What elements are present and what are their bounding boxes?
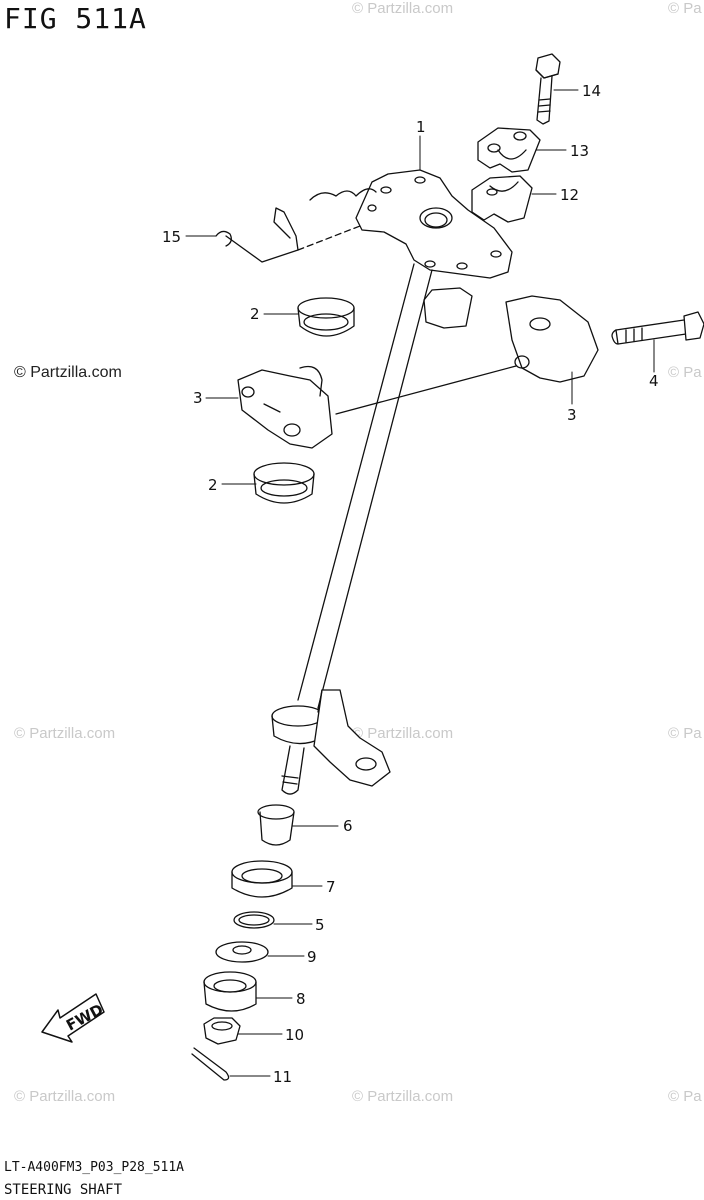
watermark: © Partzilla.com — [14, 364, 122, 381]
watermark: © Partzilla.com — [352, 0, 454, 17]
handlebar-clamp-lower-12 — [471, 175, 533, 223]
callout-5: 5 — [315, 916, 325, 934]
callout-9: 9 — [307, 948, 317, 966]
callout-6: 6 — [343, 817, 353, 835]
watermark: © Pa — [668, 725, 702, 742]
callout-12: 12 — [560, 186, 579, 204]
watermark: © Partzilla.com — [352, 1088, 454, 1105]
o-ring-5 — [233, 911, 275, 929]
callout-3: 3 — [193, 389, 203, 407]
handlebar-clamp-upper-13 — [477, 127, 541, 173]
holder-3-right — [335, 295, 599, 415]
watermark: © Partzilla.com — [14, 725, 116, 742]
nut-10 — [203, 1017, 241, 1045]
bolt-4 — [611, 311, 704, 345]
bush-6 — [257, 804, 295, 846]
figure-title: FIG 511A — [4, 2, 147, 35]
bearing-7 — [231, 860, 293, 898]
watermark: © Pa — [668, 0, 702, 17]
callout-15: 15 — [162, 228, 181, 246]
callout-13: 13 — [570, 142, 589, 160]
bolt-14 — [535, 53, 561, 125]
callout-4: 4 — [649, 372, 659, 390]
seal-2-lower — [253, 462, 315, 504]
callout-3: 3 — [567, 406, 577, 424]
diagram-caption: STEERING SHAFT — [4, 1182, 123, 1198]
callout-11: 11 — [273, 1068, 292, 1086]
callout-1: 1 — [416, 118, 426, 136]
callout-7: 7 — [326, 878, 336, 896]
holder-3-left — [237, 365, 333, 449]
callout-2: 2 — [208, 476, 218, 494]
watermark: © Partzilla.com — [352, 725, 454, 742]
callout-14: 14 — [582, 82, 601, 100]
callout-2: 2 — [250, 305, 260, 323]
seal-2-upper — [297, 297, 355, 337]
fwd-arrow-icon: FWD — [41, 993, 106, 1043]
diagram-code: LT-A400FM3_P03_P28_511A — [4, 1160, 185, 1175]
watermark: © Partzilla.com — [14, 1088, 116, 1105]
bearing-8 — [203, 971, 257, 1012]
watermark: © Pa — [668, 364, 702, 381]
callout-8: 8 — [296, 990, 306, 1008]
cotter-pin-11 — [191, 1047, 230, 1081]
clip-15 — [215, 188, 377, 263]
steering-shaft-1 — [271, 169, 513, 795]
callout-10: 10 — [285, 1026, 304, 1044]
watermark: © Pa — [668, 1088, 702, 1105]
leader-lines — [185, 89, 655, 1077]
washer-9 — [215, 941, 269, 963]
